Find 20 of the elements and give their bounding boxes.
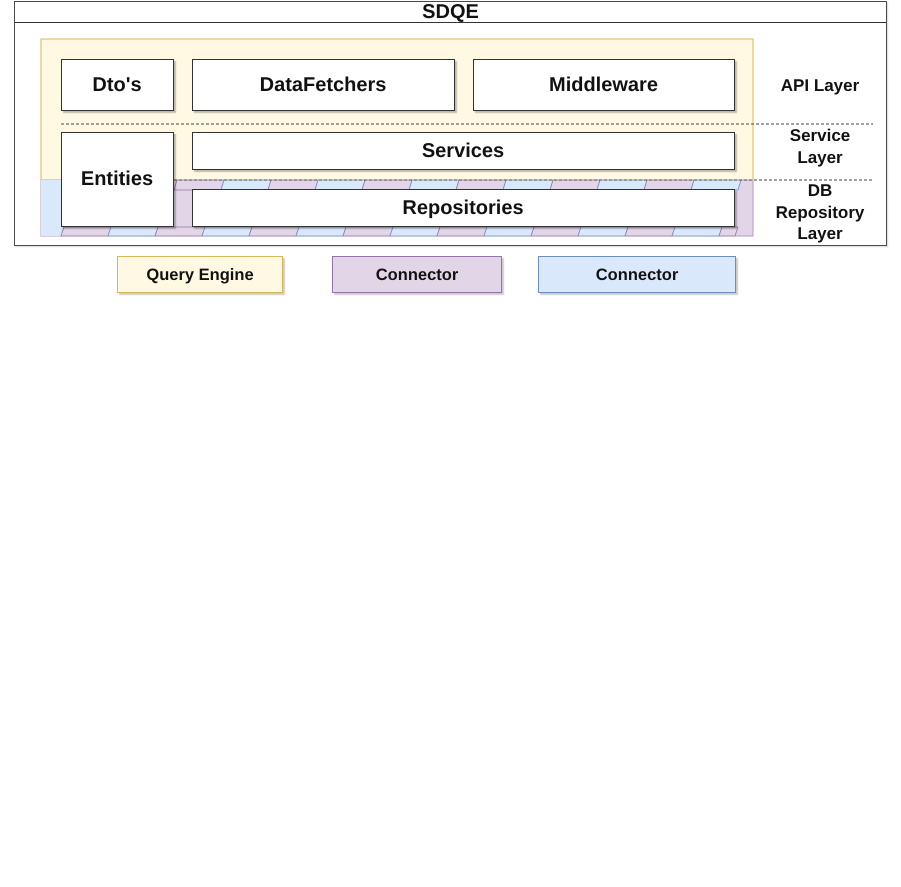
container-box	[14, 1, 887, 246]
component-box	[192, 132, 734, 170]
component-label: Middleware	[549, 74, 658, 96]
legend-label: Connector	[596, 264, 678, 284]
component-label: Dto's	[92, 74, 142, 96]
legend-label: Connector	[376, 264, 458, 284]
component-label: Repositories	[402, 196, 524, 218]
layer-label: API Layer	[780, 75, 860, 96]
layer-label: Service Layer	[788, 125, 852, 168]
component-label: Entities	[80, 168, 154, 190]
component-box	[60, 132, 174, 226]
component-label: Services	[422, 140, 504, 162]
component-box	[192, 188, 734, 226]
legend-label: Query Engine	[146, 264, 254, 284]
component-box	[472, 58, 734, 110]
container-header: SDQE	[15, 2, 886, 23]
component-box	[60, 58, 174, 110]
layer-label: DB Repository Layer	[774, 180, 866, 244]
component-box	[192, 58, 454, 110]
component-label: DataFetchers	[260, 74, 386, 96]
